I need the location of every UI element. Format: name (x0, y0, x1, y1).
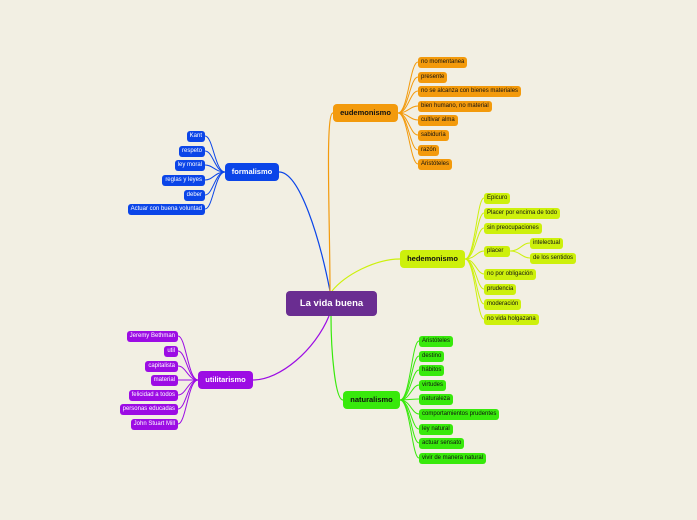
utilitarismo-item[interactable]: util (164, 346, 178, 357)
utilitarismo-item[interactable]: capitalista (145, 361, 178, 372)
branch-eudemonismo[interactable]: eudemonismo (333, 104, 398, 122)
placer-subitem[interactable]: intelectual (530, 238, 564, 249)
utilitarismo-item[interactable]: material (150, 375, 178, 386)
eudemonismo-item[interactable]: razón (418, 145, 440, 156)
formalismo-item[interactable]: Actuar con buena voluntad (127, 204, 205, 215)
naturalismo-item[interactable]: ley natural (419, 424, 453, 435)
central-topic[interactable]: La vida buena (286, 291, 377, 316)
eudemonismo-item[interactable]: presente (418, 72, 448, 83)
eudemonismo-item[interactable]: sabiduría (418, 130, 449, 141)
branch-formalismo[interactable]: formalismo (225, 163, 279, 181)
branch-hedemonismo[interactable]: hedemonismo (400, 250, 465, 268)
placer-subitem[interactable]: de los sentidos (530, 253, 577, 264)
eudemonismo-item[interactable]: no momentanea (418, 57, 468, 68)
formalismo-item[interactable]: ley moral (174, 160, 205, 171)
naturalismo-item[interactable]: Aristóteles (419, 336, 454, 347)
utilitarismo-item[interactable]: felicidad a todos (128, 390, 178, 401)
hedemonismo-item-placer[interactable]: placer (484, 246, 510, 257)
hedemonismo-item[interactable]: no por obligación (484, 269, 536, 280)
formalismo-item[interactable]: Kant (186, 131, 205, 142)
naturalismo-item[interactable]: naturaleza (419, 394, 454, 405)
naturalismo-item[interactable]: actuar sensato (419, 438, 465, 449)
branch-naturalismo[interactable]: naturalismo (343, 391, 400, 409)
eudemonismo-item[interactable]: no se alcanza con bienes materiales (418, 86, 522, 97)
utilitarismo-item[interactable]: Jeremy Bethman (126, 331, 178, 342)
naturalismo-item[interactable]: destino (419, 351, 445, 362)
hedemonismo-item[interactable]: Placer por encima de todo (484, 208, 561, 219)
eudemonismo-item[interactable]: cultivar alma (418, 115, 458, 126)
hedemonismo-item[interactable]: prudencia (484, 284, 517, 295)
hedemonismo-item[interactable]: no vida holgazana (484, 314, 539, 325)
naturalismo-item[interactable]: hábitos (419, 365, 445, 376)
eudemonismo-item[interactable]: bien humano, no material (418, 101, 492, 112)
utilitarismo-item[interactable]: personas educadas (119, 404, 178, 415)
eudemonismo-item[interactable]: Aristóteles (418, 159, 453, 170)
naturalismo-item[interactable]: virtudes (419, 380, 447, 391)
naturalismo-item[interactable]: comportamientos prudentes (419, 409, 500, 420)
formalismo-item[interactable]: deber (183, 190, 205, 201)
naturalismo-item[interactable]: vivir de manera natural (419, 453, 487, 464)
hedemonismo-item[interactable]: moderación (484, 299, 522, 310)
formalismo-item[interactable]: reglas y leyes (162, 175, 205, 186)
hedemonismo-item[interactable]: Epicuro (484, 193, 511, 204)
branch-utilitarismo[interactable]: utilitarismo (198, 371, 253, 389)
formalismo-item[interactable]: respeto (178, 146, 205, 157)
hedemonismo-item[interactable]: sin preocupaciones (484, 223, 542, 234)
utilitarismo-item[interactable]: John Stuart Mill (130, 419, 178, 430)
